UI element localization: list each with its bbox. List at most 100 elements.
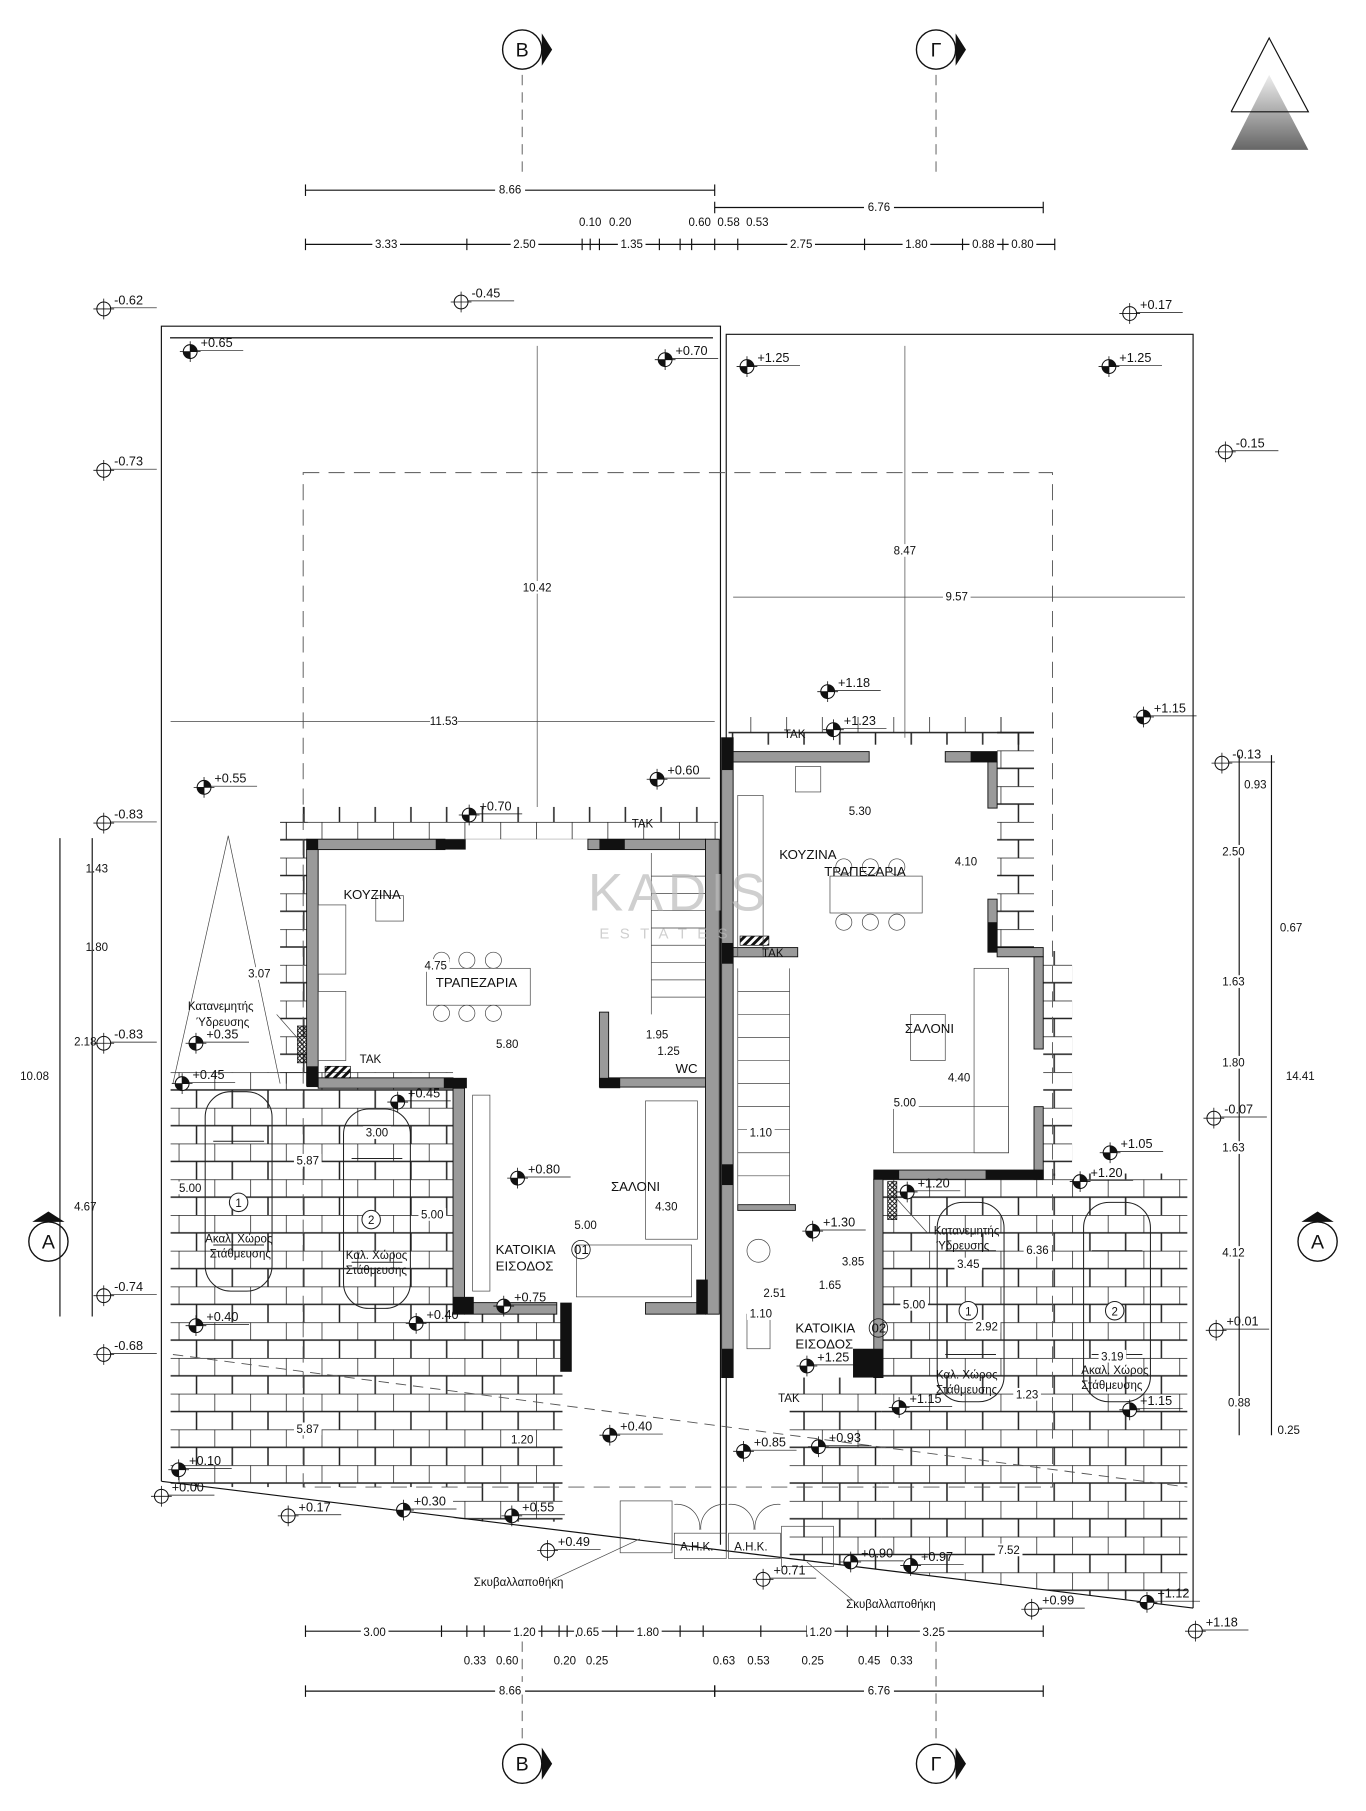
parking-label-2: Στάθμευσης — [346, 1265, 408, 1277]
level-marker: +1.20 — [896, 1176, 961, 1203]
dimension-top: 3.33 — [375, 239, 397, 251]
level-marker: +0.99 — [1021, 1594, 1085, 1620]
dimension-top-overall: 6.76 — [868, 202, 890, 214]
section-marker-b: Β — [501, 29, 553, 177]
ahk-label: Α.Η.Κ. — [680, 1541, 713, 1553]
level-marker: +0.17 — [1119, 298, 1183, 324]
level-marker: +0.40 — [185, 1310, 249, 1337]
room-label-kitchen: ΚΟΥΖΙΝΑ — [779, 847, 836, 862]
dimension-bottom: 1.20 — [810, 1627, 832, 1639]
dimension-interior: 3.45 — [957, 1259, 979, 1271]
level-value: +0.60 — [667, 764, 699, 778]
section-marker-g: Γ — [915, 1636, 966, 1785]
room-label-kitchen: ΚΟΥΖΙΝΑ — [344, 887, 401, 902]
dimension-bottom-small: 0.45 — [858, 1656, 880, 1668]
level-value: -0.73 — [114, 455, 143, 469]
level-value: +0.97 — [921, 1550, 953, 1564]
section-marker-a: Α — [28, 1211, 69, 1262]
level-marker: +0.45 — [171, 1068, 236, 1094]
water-distributor-label: Κατανεμητής — [934, 1226, 1000, 1238]
parking-label-1: Στάθμευσης — [936, 1385, 998, 1397]
level-value: +1.23 — [844, 714, 876, 728]
section-marker-b: Β — [501, 1636, 553, 1785]
parking-label-1: Ακαλ. Χώρος — [205, 1234, 273, 1246]
level-marker: -0.83 — [93, 1028, 157, 1054]
level-value: -0.83 — [114, 807, 143, 821]
level-marker: +0.85 — [733, 1436, 797, 1462]
tak-label: ΤΑΚ — [360, 1054, 382, 1066]
dimension-top-overall: 8.66 — [499, 185, 521, 197]
room-label-living: ΣΑΛΟΝΙ — [611, 1179, 660, 1194]
level-value: +0.80 — [528, 1163, 560, 1177]
dimension-interior: 3.19 — [1101, 1351, 1123, 1363]
dimension-interior: 7.52 — [997, 1545, 1019, 1557]
dimension-right: 0.67 — [1280, 922, 1302, 934]
dimension-interior: 1.10 — [750, 1128, 772, 1140]
dimension-bottom-small: 0.63 — [713, 1656, 735, 1668]
dimension-interior: 3.00 — [366, 1128, 388, 1140]
level-marker: -0.68 — [93, 1339, 157, 1365]
level-marker: +1.18 — [1185, 1616, 1249, 1642]
dimension-interior: 5.87 — [297, 1424, 319, 1436]
house-01-label: ΚΑΤΟΙΚΙΑ — [496, 1242, 556, 1257]
tak-label: ΤΑΚ — [784, 729, 806, 741]
dimension-interior: 4.30 — [655, 1201, 677, 1213]
dimension-interior: 1.65 — [819, 1280, 841, 1292]
level-value: +1.12 — [1157, 1587, 1189, 1601]
dimension-bottom-small: 0.20 — [554, 1656, 576, 1668]
dimension-bottom: 1.20 — [513, 1627, 535, 1639]
level-marker: +0.01 — [1205, 1315, 1270, 1341]
dimension-right: 2.50 — [1222, 846, 1244, 858]
house-02-number: 02 — [871, 1321, 886, 1336]
dimension-right: 0.88 — [1228, 1397, 1250, 1409]
dimension-bottom-small: 0.25 — [586, 1656, 608, 1668]
level-marker: +0.60 — [646, 764, 711, 790]
level-value: +0.55 — [214, 772, 246, 786]
level-value: +0.49 — [558, 1535, 590, 1549]
section-label: Γ — [931, 1754, 942, 1776]
car-number: 2 — [368, 1215, 374, 1227]
dimension-interior: 5.30 — [849, 806, 871, 818]
level-value: +0.35 — [206, 1028, 238, 1042]
level-marker: +0.35 — [185, 1028, 249, 1054]
watermark: KADIS ESTATES — [588, 864, 766, 943]
section-marker-g: Γ — [915, 29, 966, 177]
dimension-interior: 1.25 — [657, 1046, 679, 1058]
entrance-label: ΕΙΣΟΔΟΣ — [795, 1337, 853, 1352]
dimension-interior: 1.10 — [750, 1309, 772, 1321]
level-marker: +1.20 — [1069, 1166, 1134, 1192]
dimension-interior: 8.47 — [894, 545, 916, 557]
level-marker: +1.18 — [817, 676, 881, 703]
dimension-bottom-overall: 6.76 — [868, 1686, 890, 1698]
level-value: +0.17 — [299, 1500, 331, 1514]
dimension-interior: 5.80 — [496, 1039, 518, 1051]
utility-boxes — [619, 1500, 834, 1567]
level-marker: +0.90 — [840, 1546, 904, 1573]
level-value: +1.18 — [1206, 1616, 1238, 1630]
level-marker: +0.40 — [405, 1308, 470, 1334]
level-value: +0.65 — [201, 336, 233, 350]
level-marker: +0.97 — [900, 1550, 964, 1576]
dimension-interior: 2.51 — [763, 1288, 785, 1300]
level-marker: -0.15 — [1214, 436, 1279, 463]
level-value: -0.15 — [1236, 436, 1265, 450]
dimension-bottom: 3.25 — [923, 1627, 945, 1639]
dimension-right: 4.12 — [1222, 1248, 1244, 1260]
dimension-bottom-small: 0.60 — [496, 1656, 518, 1668]
level-value: +1.15 — [910, 1392, 942, 1406]
dimension-interior: 9.57 — [946, 592, 968, 604]
room-label-wc: WC — [676, 1061, 699, 1076]
level-value: -0.07 — [1224, 1103, 1253, 1117]
dimension-interior: 5.00 — [179, 1183, 201, 1195]
dimension-top: 0.20 — [609, 217, 631, 229]
dimension-top: 2.50 — [513, 239, 535, 251]
level-marker: +1.25 — [736, 351, 801, 377]
level-value: -0.13 — [1232, 748, 1261, 762]
level-marker: +0.65 — [179, 336, 244, 362]
ahk-label: Α.Η.Κ. — [734, 1541, 767, 1553]
water-distributor-label: Ύδρευσης — [936, 1241, 990, 1253]
level-value: +0.45 — [193, 1068, 225, 1082]
house-01-number: 01 — [574, 1242, 589, 1257]
parking-label-1: Στάθμευσης — [210, 1249, 272, 1261]
cars — [172, 835, 1151, 1403]
